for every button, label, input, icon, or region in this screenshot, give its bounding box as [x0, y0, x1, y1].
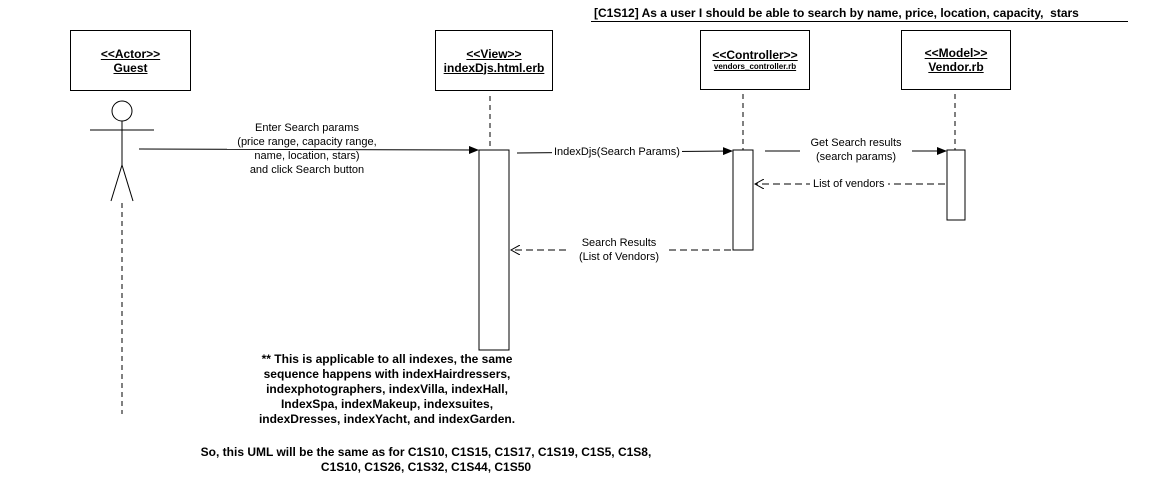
- participant-model: <<Model>> Vendor.rb: [901, 30, 1011, 90]
- title-underline: [591, 21, 1128, 22]
- message-label-5-line: Search Results: [581, 237, 657, 249]
- note-indexes-line: indexDresses, indexYacht, and indexGarde…: [258, 412, 516, 426]
- message-label-3: Get Search results (search params): [800, 136, 912, 164]
- participant-guest-name: Guest: [113, 60, 148, 75]
- participant-model-stereotype: <<Model>>: [924, 46, 988, 60]
- participant-view-name: indexDjs.html.erb: [443, 60, 545, 75]
- message-label-1-line: and click Search button: [249, 164, 365, 176]
- participant-controller: <<Controller>> vendors_controller.rb: [700, 30, 810, 90]
- activation-view: [478, 149, 510, 351]
- participant-model-name: Vendor.rb: [928, 60, 984, 74]
- diagram-title: [C1S12] As a user I should be able to se…: [594, 6, 1079, 20]
- participant-controller-name: vendors_controller.rb: [713, 62, 797, 71]
- note-indexes-line: IndexSpa, indexMakeup, indexsuites,: [280, 397, 494, 411]
- note-indexes-line: ** This is applicable to all indexes, th…: [261, 352, 513, 366]
- note-same-uml: So, this UML will be the same as for C1S…: [170, 445, 682, 475]
- activation-model: [946, 149, 966, 221]
- message-label-3-line: (search params): [815, 151, 897, 163]
- activation-controller: [732, 149, 754, 251]
- note-indexes: ** This is applicable to all indexes, th…: [237, 352, 537, 427]
- note-indexes-line: indexphotographers, indexVilla, indexHal…: [266, 382, 508, 396]
- participant-guest: <<Actor>> Guest: [70, 30, 191, 91]
- message-label-1: Enter Search params (price range, capaci…: [227, 121, 387, 177]
- participant-controller-stereotype: <<Controller>>: [712, 48, 798, 62]
- message-label-2: IndexDjs(Search Params): [552, 145, 682, 159]
- participant-view: <<View>> indexDjs.html.erb: [435, 30, 553, 91]
- message-label-1-line: (price range, capacity range,: [227, 135, 387, 149]
- message-arrow-1: [138, 145, 479, 154]
- note-indexes-line: sequence happens with indexHairdressers,: [263, 367, 511, 381]
- actor-stick-figure: [90, 100, 154, 202]
- message-label-1-line: name, location, stars): [254, 150, 360, 162]
- participant-view-stereotype: <<View>>: [466, 46, 522, 61]
- message-label-3-line: Get Search results: [810, 137, 902, 149]
- message-label-1-line: Enter Search params: [255, 122, 359, 134]
- message-label-4: List of vendors: [810, 177, 888, 191]
- message-label-5: Search Results (List of Vendors): [570, 236, 668, 264]
- note-same-uml-line: So, this UML will be the same as for C1S…: [200, 445, 652, 459]
- participant-guest-stereotype: <<Actor>>: [100, 46, 161, 61]
- note-same-uml-line: C1S10, C1S26, C1S32, C1S44, C1S50: [320, 460, 532, 474]
- message-label-5-line: (List of Vendors): [578, 251, 660, 263]
